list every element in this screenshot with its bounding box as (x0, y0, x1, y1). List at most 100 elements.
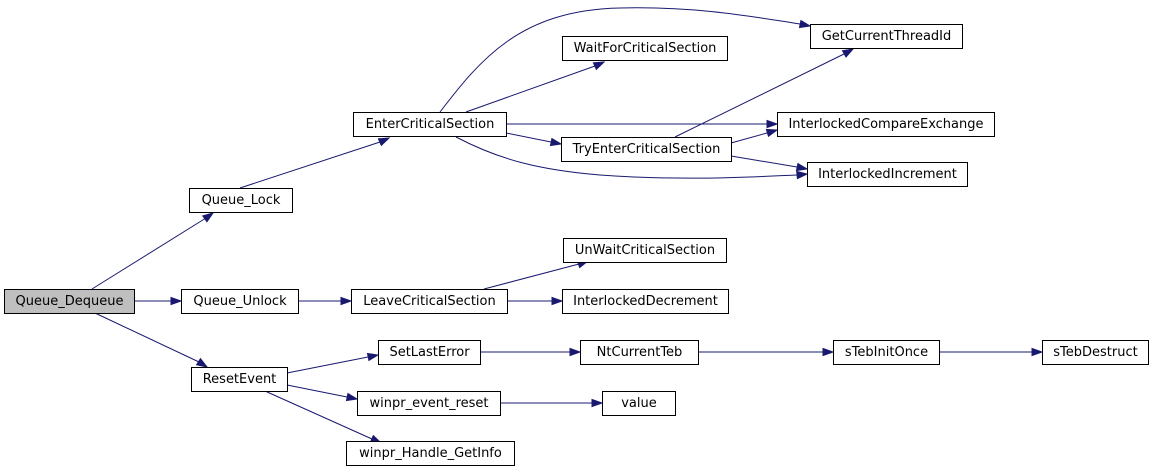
node-winpr-handle-getinfo[interactable]: winpr_Handle_GetInfo (346, 441, 515, 466)
node-box (1042, 340, 1149, 365)
edge-winpr_event_reset-to-value (500, 398, 604, 408)
node-label: value (621, 396, 657, 411)
edge-reset_event-to-set_last_error (286, 352, 380, 374)
arrowhead-icon (366, 352, 380, 362)
edge-try_enter_cs-to-get_current_thread_id (674, 48, 855, 138)
node-label: Queue_Lock (202, 193, 281, 208)
edge-queue_dequeue-to-queue_lock (91, 212, 215, 290)
node-steb-destruct[interactable]: sTebDestruct (1042, 340, 1149, 365)
edge-line (286, 356, 369, 374)
arrowhead-icon (796, 170, 809, 180)
node-queue-dequeue[interactable]: Queue_Dequeue (4, 289, 135, 314)
node-label: sTebInitOnce (845, 345, 928, 360)
arrowhead-icon (822, 347, 835, 357)
edge-steb_init_once-to-steb_destruct (939, 347, 1044, 357)
node-label: Queue_Dequeue (16, 294, 124, 309)
node-interlocked-increment[interactable]: InterlockedIncrement (807, 162, 968, 187)
node-label: NtCurrentTeb (597, 345, 683, 360)
node-label: SetLastError (389, 345, 470, 360)
edge-queue_dequeue-to-queue_unlock (134, 296, 183, 306)
arrowhead-icon (1031, 347, 1044, 357)
edge-enter_cs-to-get_current_thread_id (439, 7, 812, 113)
arrowhead-icon (592, 61, 606, 71)
edge-line (674, 53, 845, 138)
arrowhead-icon (765, 128, 779, 138)
node-box (580, 340, 699, 365)
edge-enter_cs-to-interlocked_increment (455, 136, 809, 180)
arrowhead-icon (569, 347, 582, 357)
edge-line (264, 390, 373, 440)
edge-nt_current_teb-to-steb_init_once (698, 347, 835, 357)
node-box (189, 188, 293, 213)
arrowhead-icon (201, 212, 215, 223)
node-label: GetCurrentThreadId (822, 29, 952, 44)
node-box (191, 367, 288, 392)
arrowhead-icon (549, 137, 563, 147)
arrowhead-icon (340, 296, 353, 306)
node-label: winpr_event_reset (369, 396, 488, 411)
node-label: InterlockedCompareExchange (788, 117, 983, 132)
node-queue-lock[interactable]: Queue_Lock (189, 188, 293, 213)
node-label: TryEnterCriticalSection (572, 142, 721, 157)
edge-leave_cs-to-unwait_cs (483, 260, 590, 290)
node-enter-cs[interactable]: EnterCriticalSection (353, 112, 507, 137)
node-queue-unlock[interactable]: Queue_Unlock (181, 289, 299, 314)
edge-enter_cs-to-interlocked_compare_exchange (506, 119, 779, 129)
node-label: winpr_Handle_GetInfo (359, 446, 502, 461)
edge-line (94, 312, 200, 363)
node-box (181, 289, 299, 314)
edge-leave_cs-to-interlocked_decrement (507, 296, 564, 306)
node-box (833, 340, 940, 365)
node-winpr-event-reset[interactable]: winpr_event_reset (357, 391, 501, 416)
arrowhead-icon (798, 19, 812, 29)
edge-line (286, 384, 348, 398)
edge-try_enter_cs-to-interlocked_increment (730, 155, 809, 172)
node-box (353, 112, 507, 137)
arrowhead-icon (841, 48, 855, 58)
edge-queue_lock-to-enter_cs (239, 137, 391, 189)
node-box (602, 391, 676, 416)
node-wait-for-cs[interactable]: WaitForCriticalSection (562, 36, 728, 61)
node-try-enter-cs[interactable]: TryEnterCriticalSection (561, 137, 732, 162)
node-set-last-error[interactable]: SetLastError (378, 340, 481, 365)
edge-line (730, 132, 768, 144)
edge-line (730, 155, 798, 168)
node-box (562, 36, 728, 61)
arrowhead-icon (551, 296, 564, 306)
node-leave-cs[interactable]: LeaveCriticalSection (351, 289, 508, 314)
node-nt-current-teb[interactable]: NtCurrentTeb (580, 340, 699, 365)
node-label: LeaveCriticalSection (363, 294, 495, 309)
edge-line (91, 217, 207, 290)
node-box (810, 24, 963, 49)
node-value[interactable]: value (602, 391, 676, 416)
node-interlocked-decrement[interactable]: InterlockedDecrement (562, 289, 729, 314)
node-get-current-thread-id[interactable]: GetCurrentThreadId (810, 24, 963, 49)
edge-queue_dequeue-to-reset_event (94, 312, 209, 368)
node-box (562, 289, 729, 314)
node-label: ResetEvent (203, 372, 277, 387)
edge-reset_event-to-winpr_event_reset (286, 384, 359, 402)
edge-layer (91, 7, 1044, 444)
node-unwait-cs[interactable]: UnWaitCriticalSection (563, 238, 727, 263)
node-box (561, 137, 732, 162)
node-steb-init-once[interactable]: sTebInitOnce (833, 340, 940, 365)
node-reset-event[interactable]: ResetEvent (191, 367, 288, 392)
node-box (563, 238, 727, 263)
edge-enter_cs-to-wait_for_cs (465, 61, 606, 113)
edge-set_last_error-to-nt_current_teb (480, 347, 582, 357)
node-box (807, 162, 968, 187)
arrowhead-icon (377, 137, 391, 147)
node-box (346, 441, 515, 466)
edge-line (483, 263, 580, 290)
edge-line (239, 141, 381, 189)
node-interlocked-compare-exchange[interactable]: InterlockedCompareExchange (777, 112, 995, 137)
node-label: EnterCriticalSection (366, 117, 495, 132)
node-label: Queue_Unlock (193, 294, 287, 309)
edge-line (439, 7, 801, 113)
node-box (351, 289, 508, 314)
edge-try_enter_cs-to-interlocked_compare_exchange (730, 128, 779, 144)
edge-enter_cs-to-try_enter_cs (505, 132, 563, 147)
node-box (777, 112, 995, 137)
edge-line (505, 132, 552, 143)
edge-queue_unlock-to-leave_cs (298, 296, 353, 306)
